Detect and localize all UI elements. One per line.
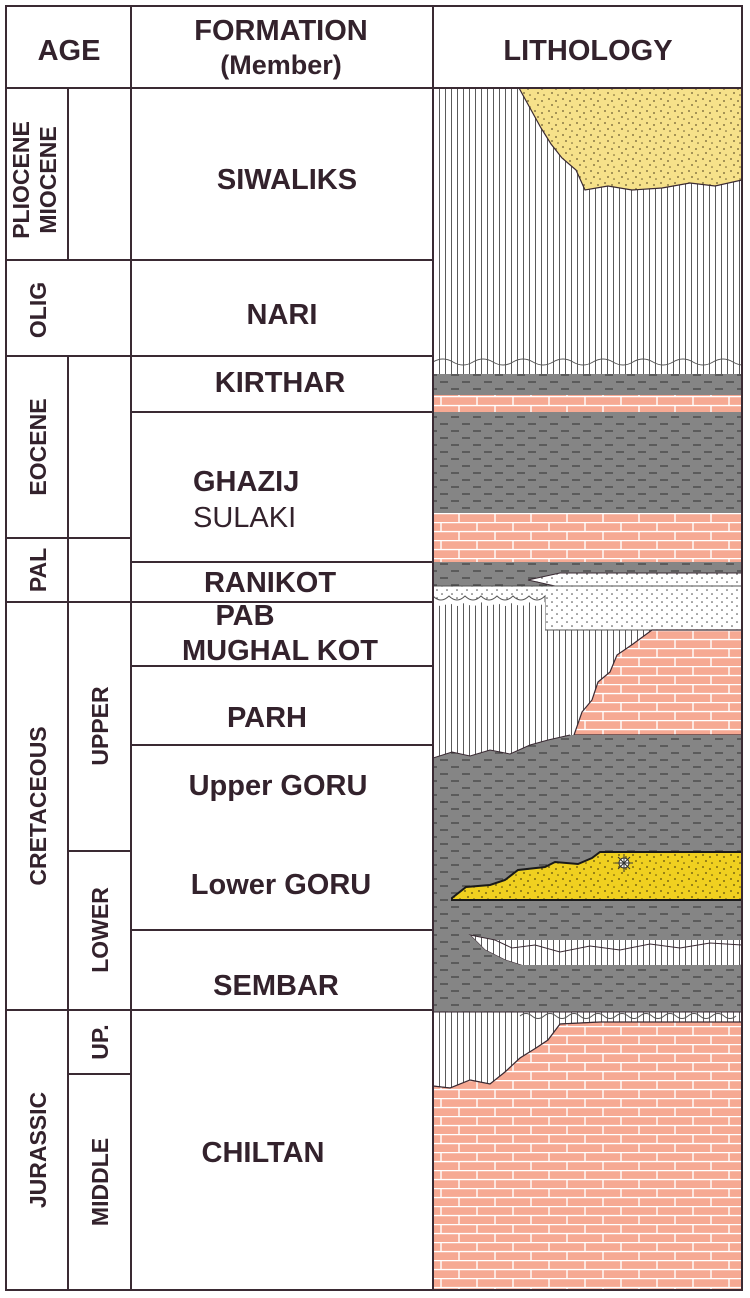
ghazij-shale <box>433 412 742 513</box>
formation-lower-goru: Lower GORU <box>191 869 371 901</box>
lithology-column <box>433 88 742 1290</box>
age-cretaceous: CRETACEOUS <box>25 726 51 885</box>
nari-base-wavy-line <box>433 358 742 366</box>
member-header: (Member) <box>220 50 342 80</box>
formation-nari: NARI <box>247 299 318 331</box>
age-jurassic: JURASSIC <box>25 1092 51 1208</box>
formation-header: FORMATION <box>194 15 367 47</box>
age-upper-cretaceous: UPPER <box>87 686 113 766</box>
lithology-header: LITHOLOGY <box>503 35 672 67</box>
chiltan-limestone <box>433 1021 742 1290</box>
table-grid <box>5 5 743 1291</box>
formation-chiltan: CHILTAN <box>202 1137 325 1169</box>
age-lower-cretaceous: LOWER <box>87 887 113 973</box>
goru-shale-body <box>433 735 742 940</box>
lower-goru-sandstone-reservoir <box>451 851 742 901</box>
formation-ranikot: RANIKOT <box>204 567 336 599</box>
age-eocene: EOCENE <box>25 398 51 495</box>
sulaki-limestone <box>433 513 742 562</box>
ranikot-sand-wedge <box>527 572 742 587</box>
siwaliks-sandstone-body <box>518 88 742 191</box>
formation-parh: PARH <box>227 702 307 734</box>
formation-mughal-kot: MUGHAL KOT <box>182 635 378 667</box>
formation-ghazij: GHAZIJ <box>193 466 299 498</box>
formation-siwaliks: SIWALIKS <box>217 164 357 196</box>
formation-kirthar: KIRTHAR <box>215 367 346 399</box>
chiltan-top-wavy-line <box>519 1013 737 1019</box>
parh-base-wavy-line <box>433 734 571 759</box>
member-sulaki: SULAKI <box>193 502 296 534</box>
mughal-kot-parh-limestone <box>573 629 742 736</box>
sembar-shale-overlay <box>433 930 742 1012</box>
formation-upper-goru: Upper GORU <box>189 770 368 802</box>
age-header: AGE <box>38 35 101 67</box>
kirthar-limestone <box>433 395 742 412</box>
age-pal: PAL <box>25 548 51 592</box>
age-miocene: MIOCENE <box>35 126 61 233</box>
formation-sembar: SEMBAR <box>213 970 339 1002</box>
age-upper-jurassic: UP. <box>87 1024 113 1059</box>
age-pliocene: PLIOCENE <box>8 121 34 239</box>
kirthar-shale <box>433 374 742 395</box>
pab-vertical-fill <box>433 602 545 640</box>
formation-pab: PAB <box>215 600 274 632</box>
age-olig: OLIG <box>25 282 51 338</box>
age-middle-jurassic: MIDDLE <box>87 1138 113 1226</box>
gas-show-icon <box>615 854 633 872</box>
